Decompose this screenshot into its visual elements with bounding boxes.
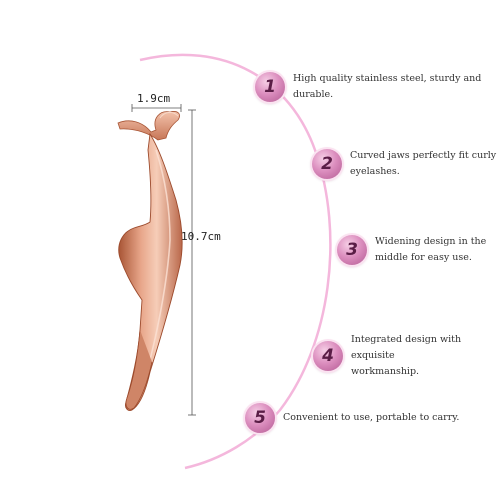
number-badge: 2 [312,149,342,179]
number-badge: 5 [245,403,275,433]
feature-text: Integrated design with exquisite workman… [351,334,462,377]
number-badge: 3 [337,235,367,265]
decorative-arc [139,53,332,470]
feature-text: Widening design in the middle for easy u… [375,236,487,263]
feature-item-5: 5 Convenient to use, portable to carry. [245,403,459,433]
length-dimension-label: 10.7cm [181,230,221,243]
feature-text: High quality stainless steel, sturdy and… [293,73,482,100]
width-dimension-label: 1.9cm [137,92,171,105]
width-dimension-bracket [131,104,182,112]
number-badge: 1 [255,72,285,102]
feature-item-1: 1 High quality stainless steel, sturdy a… [255,71,500,103]
number-badge: 4 [313,341,343,371]
length-dimension-bracket [188,109,196,416]
feature-item-2: 2 Curved jaws perfectly fit curly eyelas… [312,148,496,180]
feature-text: Curved jaws perfectly fit curly eyelashe… [350,150,497,177]
eyelash-applicator-tool [117,111,183,411]
feature-item-3: 3 Widening design in the middle for easy… [337,234,486,266]
feature-item-4: 4 Integrated design with exquisite workm… [313,332,500,380]
feature-text: Convenient to use, portable to carry. [283,412,460,423]
